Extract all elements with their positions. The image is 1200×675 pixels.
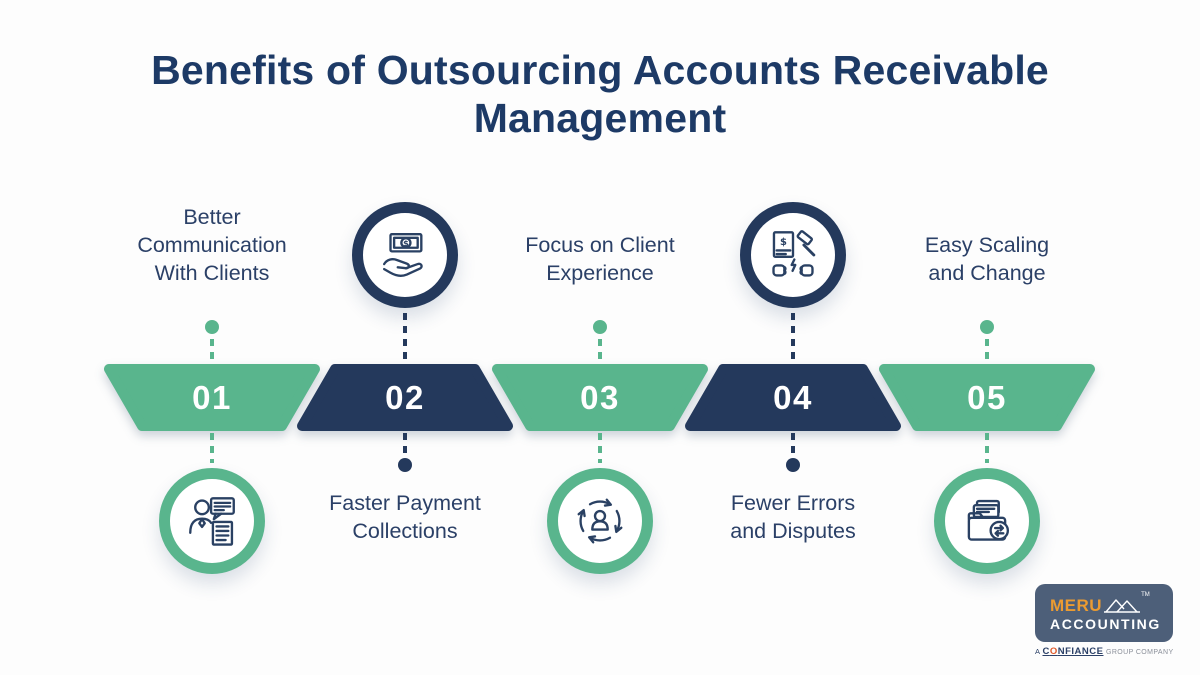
header: Benefits of Outsourcing Accounts Receiva… <box>0 46 1200 143</box>
connector-dash <box>598 339 602 363</box>
label-line: and Change <box>928 261 1046 285</box>
step-04-icon-circle: $ <box>740 202 846 308</box>
step-02-icon-circle: $ <box>352 202 458 308</box>
tagline-suffix: GROUP COMPANY <box>1105 649 1174 656</box>
connector-dot <box>398 458 412 472</box>
label-line: With Clients <box>154 261 270 285</box>
step-01-icon-circle <box>159 468 265 574</box>
connector-dot <box>980 320 994 334</box>
label-line: Fewer Errors <box>730 491 856 515</box>
person-chat-document-icon <box>189 497 235 546</box>
label-line: Communication <box>137 233 287 257</box>
person-cycle-arrows-icon <box>577 498 623 544</box>
dollar-glyph: $ <box>403 238 409 248</box>
connector-dash <box>403 313 407 359</box>
brand-logo: MERU TM ACCOUNTING <box>1035 584 1173 642</box>
step-05-number: 05 <box>967 379 1007 416</box>
step-02-number: 02 <box>385 379 425 416</box>
step-03-icon-circle <box>547 468 653 574</box>
tagline-brand: CONFIANCE <box>1042 646 1103 657</box>
connector-dash <box>791 313 795 359</box>
step-01-label: Better Communication With Clients <box>102 203 322 287</box>
label-line: Better <box>183 205 241 229</box>
page-title: Benefits of Outsourcing Accounts Receiva… <box>151 47 1049 142</box>
label-line: Collections <box>352 519 458 543</box>
step-03-label: Focus on Client Experience <box>490 231 710 287</box>
trademark-symbol: TM <box>1141 592 1150 598</box>
label-line: and Disputes <box>730 519 856 543</box>
connector-dot <box>205 320 219 334</box>
connector-dot <box>786 458 800 472</box>
tagline-letters: NFIANCE <box>1057 646 1104 657</box>
tagline-letter-o: O <box>1049 646 1058 657</box>
label-line: Experience <box>546 261 654 285</box>
step-02-trapezoid <box>297 364 513 431</box>
step-ribbon <box>104 364 1095 431</box>
connector-dash <box>985 433 989 463</box>
step-04-label: Fewer Errors and Disputes <box>683 489 903 545</box>
label-line: Focus on Client <box>525 233 675 257</box>
step-01-trapezoid <box>104 364 320 431</box>
tagline-letter: C <box>1042 646 1050 657</box>
connector-dash <box>985 339 989 363</box>
label-line: Faster Payment <box>329 491 481 515</box>
step-03-number: 03 <box>580 379 620 416</box>
folder-documents-transfer-icon <box>967 499 1010 541</box>
label-line: Easy Scaling <box>924 233 1050 257</box>
step-04-number: 04 <box>773 379 813 416</box>
logo-brand-text: MERU <box>1050 596 1103 615</box>
connector-dash <box>210 339 214 363</box>
connector-dash <box>598 433 602 463</box>
dollar-glyph: $ <box>780 237 787 248</box>
hand-banknote-icon: $ <box>382 232 423 277</box>
step-05-label: Easy Scaling and Change <box>877 231 1097 287</box>
step-03-trapezoid <box>492 364 708 431</box>
tagline-prefix: A <box>1035 647 1040 656</box>
connector-dot <box>593 320 607 334</box>
logo-tagline: A CONFIANCE GROUP COMPANY <box>1035 646 1173 657</box>
mountains-icon <box>1104 599 1141 613</box>
connector-dash <box>791 433 795 454</box>
step-05-trapezoid <box>879 364 1095 431</box>
step-04-trapezoid <box>685 364 901 431</box>
invoice-gavel-dispute-icon: $ <box>772 230 816 277</box>
logo-division-text: ACCOUNTING <box>1050 616 1161 632</box>
connector-dash <box>210 433 214 463</box>
step-01-number: 01 <box>192 379 232 416</box>
step-02-label: Faster Payment Collections <box>295 489 515 545</box>
connector-dash <box>403 433 407 454</box>
step-05-icon-circle <box>934 468 1040 574</box>
